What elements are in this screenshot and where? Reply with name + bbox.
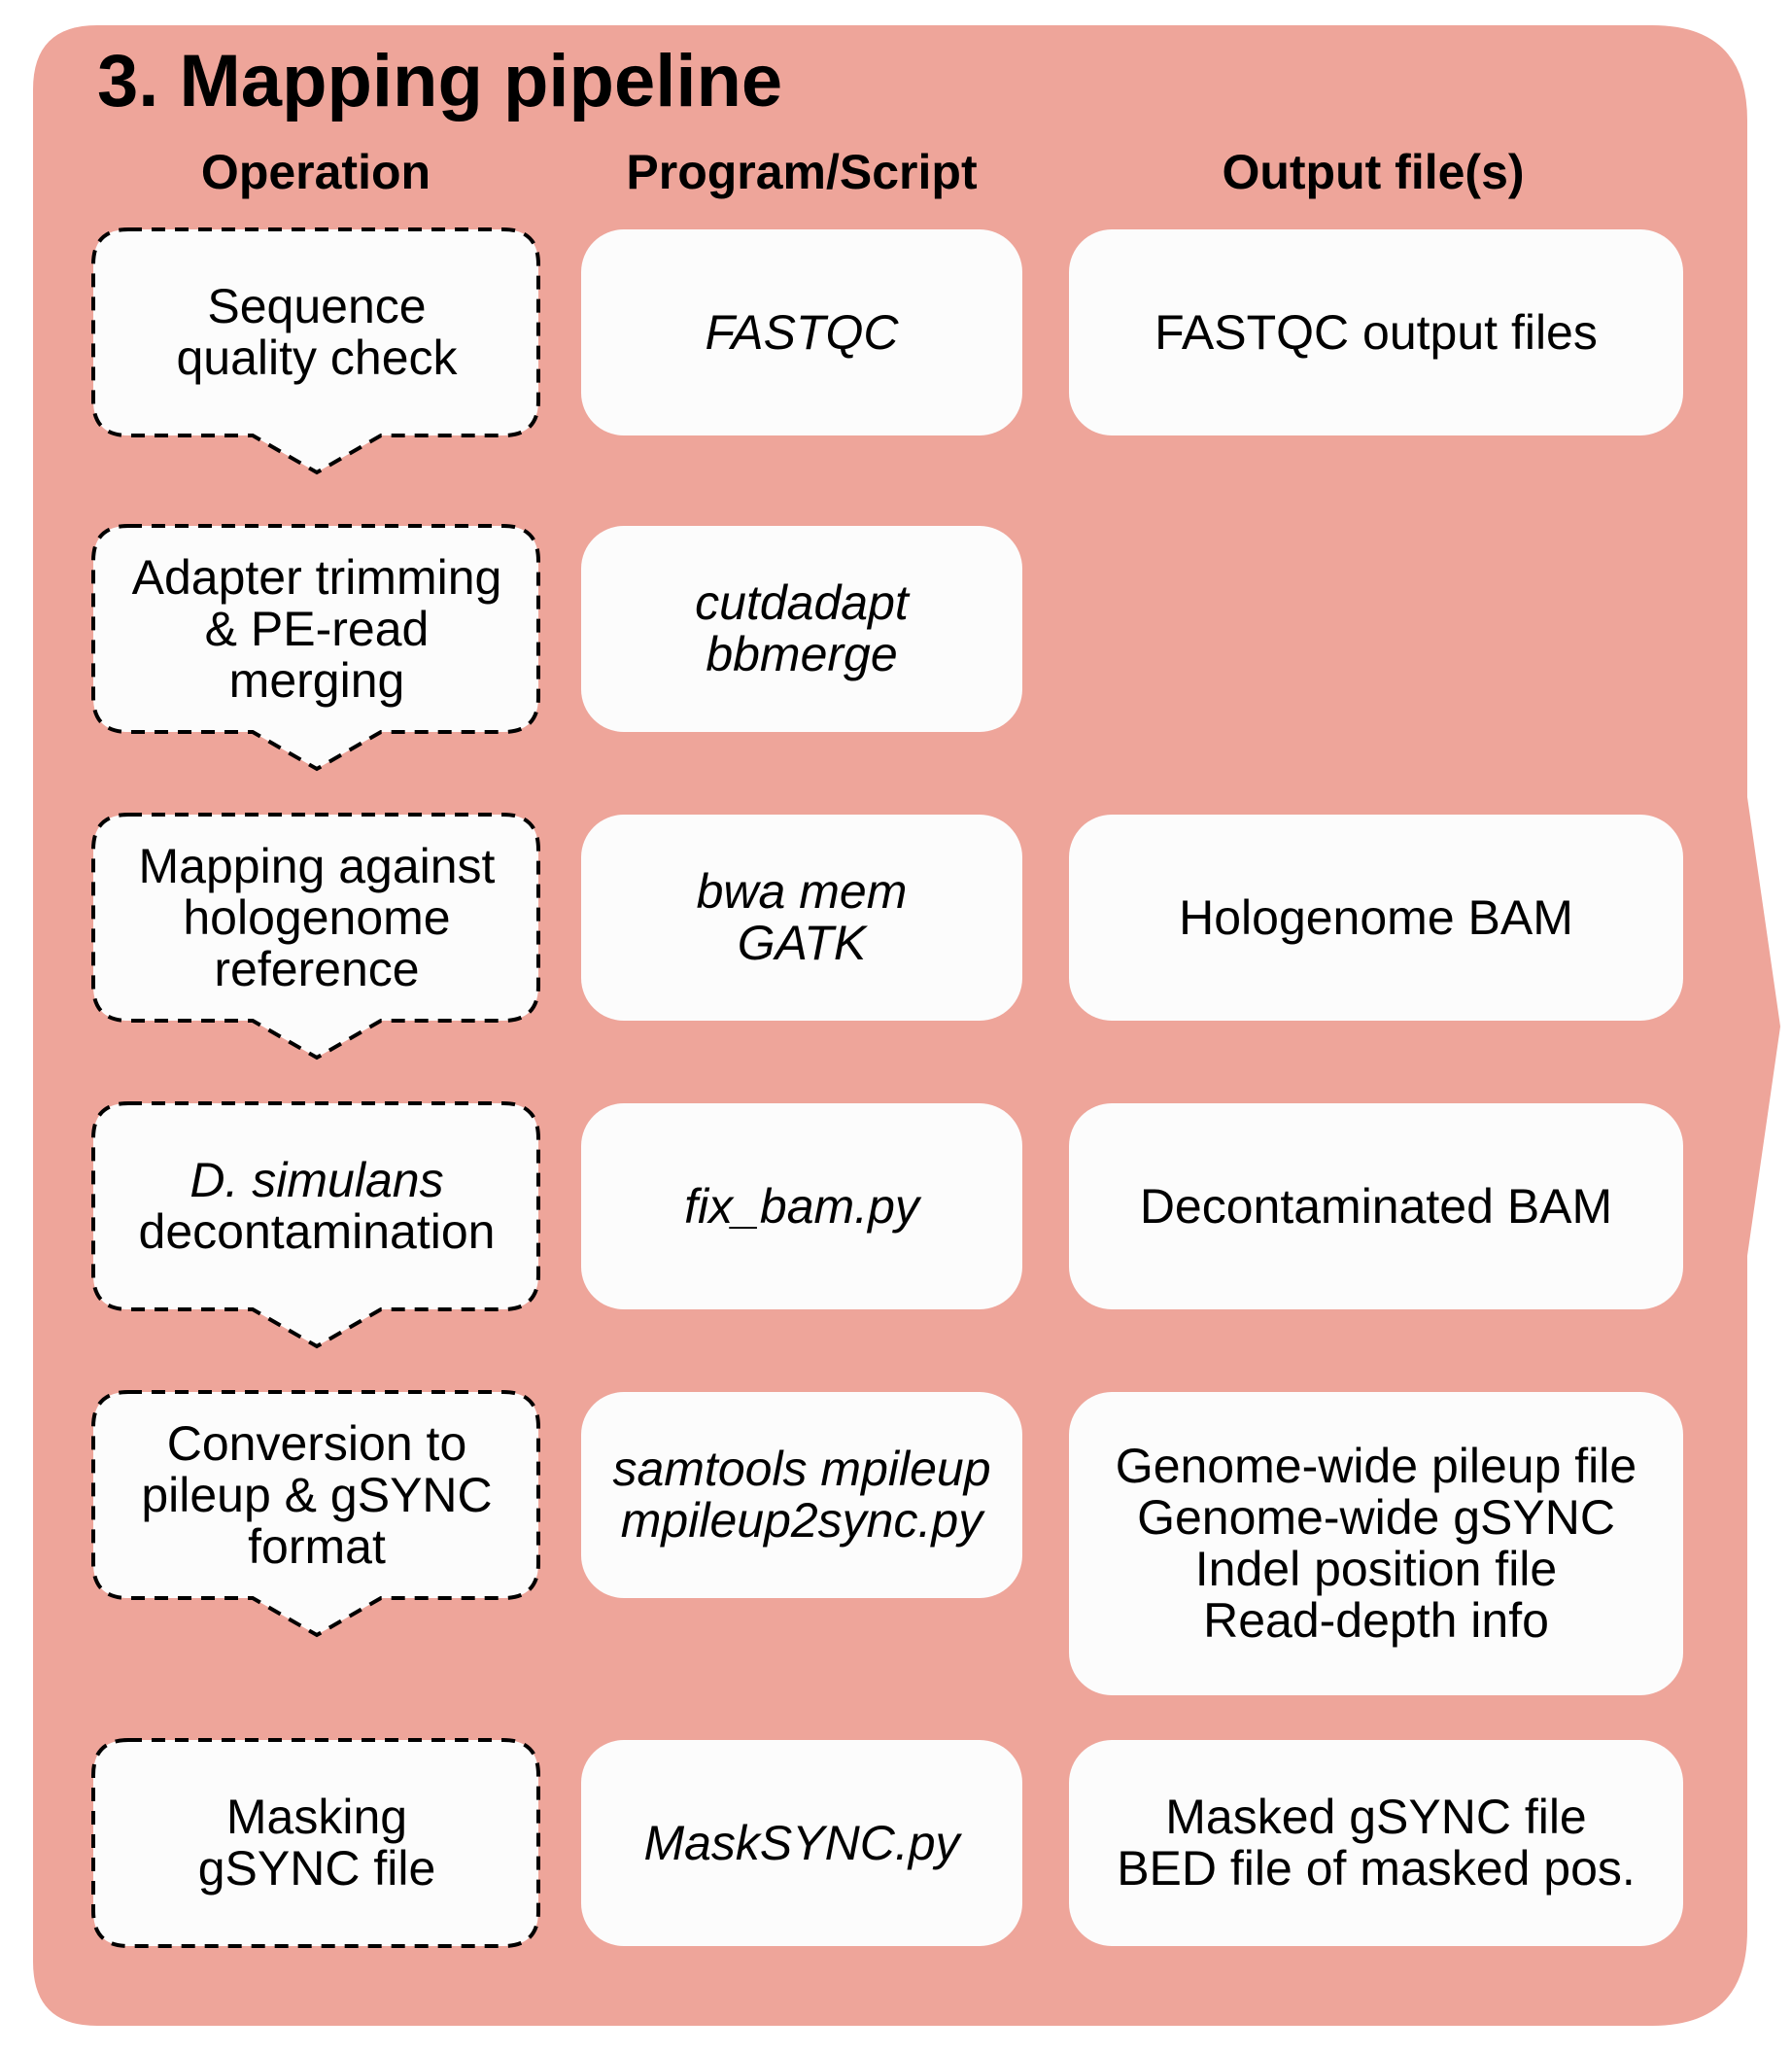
program-box: fix_bam.py: [581, 1103, 1022, 1309]
diagram-title: 3. Mapping pipeline: [97, 40, 783, 122]
output-box: FASTQC output files: [1069, 229, 1683, 435]
operation-label: Conversion to pileup & gSYNC format: [141, 1415, 493, 1574]
output-box: Genome-wide pileup file Genome-wide gSYN…: [1069, 1392, 1683, 1695]
output-box: Masked gSYNC file BED file of masked pos…: [1069, 1740, 1683, 1946]
operation-label: Adapter trimming & PE-read merging: [131, 549, 502, 708]
operation-label: Sequence quality check: [176, 279, 458, 385]
op-shape-1: [91, 227, 540, 475]
operation-label: Masking gSYNC file: [197, 1790, 436, 1896]
column-header-program: Program/Script: [626, 145, 978, 199]
output-box: Hologenome BAM: [1069, 815, 1683, 1021]
program-box: bwa mem GATK: [581, 815, 1022, 1021]
program-box: MaskSYNC.py: [581, 1740, 1022, 1946]
program-box: samtools mpileup mpileup2sync.py: [581, 1392, 1022, 1598]
column-header-operation: Operation: [200, 145, 431, 199]
program-box: cutdadapt bbmerge: [581, 526, 1022, 732]
column-header-output: Output file(s): [1222, 145, 1525, 199]
op-shape-6: [91, 1738, 540, 1948]
op-shape-5: [91, 1390, 540, 1638]
output-box: Decontaminated BAM: [1069, 1103, 1683, 1309]
op-shape-2: [91, 524, 540, 772]
program-box: FASTQC: [581, 229, 1022, 435]
operation-label: Mapping against hologenome reference: [138, 838, 496, 996]
op-shape-4: [91, 1101, 540, 1349]
operation-label: D. simulans decontamination: [138, 1153, 496, 1259]
op-shape-3: [91, 813, 540, 1061]
